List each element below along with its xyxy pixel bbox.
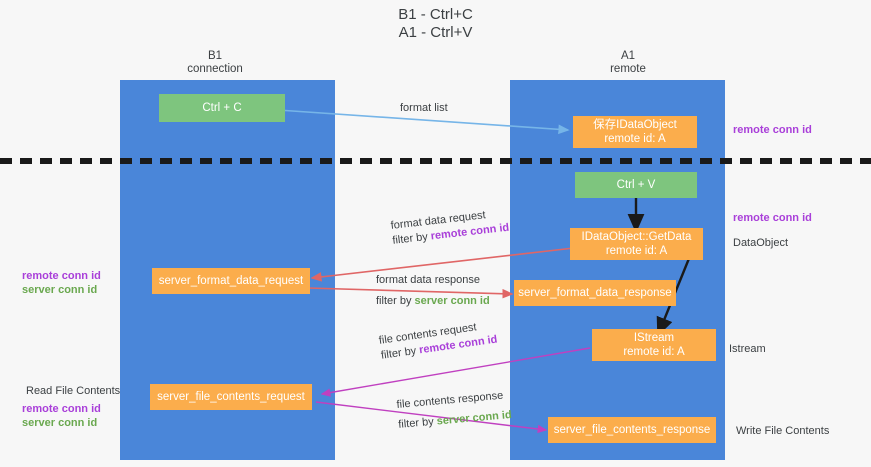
column-header-b1-role: connection: [187, 63, 243, 75]
note-left-server-conn-id-bottom: server conn id: [22, 417, 98, 429]
edge-label-format-data-response-line2: filter by server conn id: [376, 295, 490, 307]
box-ctrl-c[interactable]: Ctrl + C: [159, 94, 285, 122]
box-idataobject-getdata-line2: remote id: A: [605, 245, 668, 257]
box-server-file-contents-request[interactable]: server_file_contents_request: [150, 384, 312, 410]
box-istream-line2: remote id: A: [623, 346, 685, 358]
edge-label-file-contents-request: file contents request filter by remote c…: [378, 318, 498, 364]
box-server-format-data-request[interactable]: server_format_data_request: [152, 268, 310, 294]
note-left-read-file-contents: Read File Contents: [26, 385, 121, 397]
edge-label-format-list: format list: [400, 102, 448, 114]
box-server-format-data-response-label: server_format_data_response: [518, 287, 672, 299]
box-server-file-contents-response[interactable]: server_file_contents_response: [548, 417, 716, 443]
column-header-b1: B1 connection: [135, 50, 295, 76]
box-server-file-contents-response-label: server_file_contents_response: [553, 424, 711, 436]
box-server-format-data-response[interactable]: server_format_data_response: [514, 280, 676, 306]
box-idataobject-getdata-line1: IDataObject::GetData: [581, 231, 692, 243]
box-idataobject-store-line1: 保存IDataObject: [593, 119, 677, 131]
edge-label-format-data-request: format data request filter by remote con…: [390, 206, 510, 249]
phase-separator-dashed-line: [0, 158, 871, 164]
note-left-remote-conn-id-top: remote conn id: [22, 270, 101, 282]
column-header-a1-role: remote: [610, 63, 646, 75]
note-right-remote-conn-id-top: remote conn id: [733, 124, 812, 136]
title-line-2: A1 - Ctrl+V: [398, 24, 473, 41]
box-server-format-data-request-label: server_format_data_request: [158, 275, 304, 287]
note-right-write-file-contents: Write File Contents: [736, 425, 830, 437]
box-idataobject-getdata[interactable]: IDataObject::GetData remote id: A: [570, 228, 703, 260]
edge-label-file-contents-response: file contents response filter by server …: [396, 388, 512, 433]
column-header-b1-name: B1: [207, 50, 223, 62]
box-idataobject-store-line2: remote id: A: [604, 133, 666, 145]
column-header-a1: A1 remote: [548, 50, 708, 76]
diagram-title: B1 - Ctrl+C A1 - Ctrl+V: [0, 6, 871, 42]
edge-label-file-contents-response-line2: filter by server conn id: [397, 409, 513, 431]
note-right-istream: Istream: [729, 343, 766, 355]
box-istream[interactable]: IStream remote id: A: [592, 329, 716, 361]
edge-label-format-data-response: format data response filter by server co…: [376, 273, 490, 309]
box-server-file-contents-request-label: server_file_contents_request: [157, 391, 305, 403]
column-header-a1-name: A1: [620, 50, 636, 62]
note-right-dataobject: DataObject: [733, 237, 789, 249]
box-ctrl-c-label: Ctrl + C: [202, 102, 242, 114]
title-line-1: B1 - Ctrl+C: [398, 6, 473, 23]
box-ctrl-v-label: Ctrl + V: [616, 179, 656, 191]
note-left-server-conn-id-top: server conn id: [22, 284, 98, 296]
box-idataobject-store[interactable]: 保存IDataObject remote id: A: [573, 116, 697, 148]
box-istream-line1: IStream: [633, 332, 675, 344]
note-left-remote-conn-id-bottom: remote conn id: [22, 403, 101, 415]
note-right-remote-conn-id-mid: remote conn id: [733, 212, 812, 224]
box-ctrl-v[interactable]: Ctrl + V: [575, 172, 697, 198]
edge-label-format-data-response-line1: format data response: [376, 274, 480, 286]
